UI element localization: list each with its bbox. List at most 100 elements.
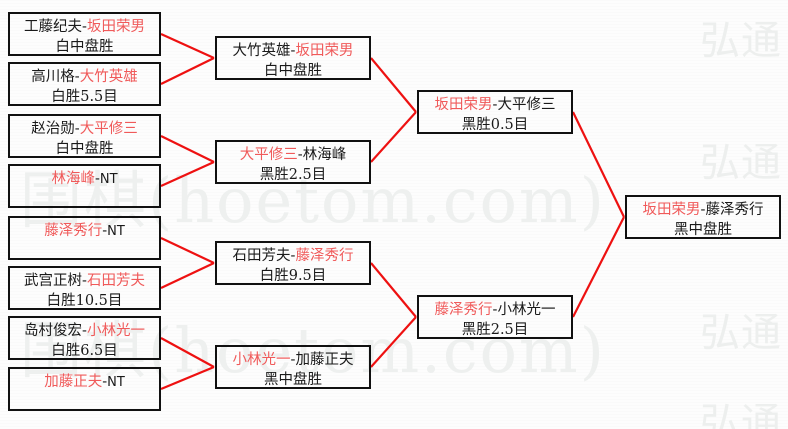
versus-separator: - [297,147,303,163]
player-left: 加藤正夫 [44,374,103,390]
player-right: 大平修三 [497,97,556,113]
match-box[interactable]: 石田芳夫-藤泽秀行白胜9.5目 [215,241,371,285]
match-players: 坂田荣男-大平修三 [435,95,556,115]
match-result: 黑胜2.5目 [461,322,529,338]
player-left: 坂田荣男 [642,202,701,218]
bracket-connector-line [370,57,417,113]
match-box[interactable]: 藤泽秀行-NT [8,216,161,260]
bracket-connector-line [370,316,417,368]
match-players: 大平修三-林海峰 [240,145,346,165]
match-result: 黑中盘胜 [264,372,322,388]
match-box[interactable]: 大平修三-林海峰黑胜2.5目 [215,140,371,184]
bracket-connector-line [160,57,215,85]
player-right: 坂田荣男 [86,19,145,35]
match-players: 坂田荣男-藤泽秀行 [643,200,764,220]
player-right: 加藤正夫 [295,352,354,368]
player-right: NT [99,172,118,187]
match-players: 林海峰-NT [51,169,117,190]
versus-separator: - [700,202,706,218]
match-box[interactable]: 武宫正树-石田芳夫白胜10.5目 [8,266,161,310]
match-box[interactable]: 坂田荣男-藤泽秀行黑中盘胜 [625,195,781,239]
player-left: 大竹英雄 [232,43,291,59]
match-result: 黑胜0.5目 [461,117,529,133]
bracket-connector-line [370,262,417,318]
player-right: 林海峰 [302,147,347,163]
match-box[interactable]: 坂田荣男-大平修三黑胜0.5目 [417,90,573,134]
player-right: 坂田荣男 [295,43,354,59]
versus-separator: - [74,121,80,137]
match-players: 大竹英雄-坂田荣男 [233,41,354,61]
player-left: 林海峰 [51,171,95,187]
match-result: 白胜6.5目 [51,343,118,359]
match-result: 白胜10.5目 [46,293,123,309]
bracket-connector-line [572,111,625,218]
match-players: 藤泽秀行-小林光一 [435,300,556,320]
match-players: 赵治勋-大平修三 [31,119,137,139]
player-left: 赵治勋 [31,121,75,137]
match-box[interactable]: 林海峰-NT [8,164,161,208]
player-left: 岛村俊宏 [24,323,83,339]
match-result: 白中盘胜 [55,141,114,157]
match-players: 藤泽秀行-NT [44,221,125,242]
player-right: 小林光一 [497,302,556,318]
player-left: 藤泽秀行 [434,302,493,318]
player-right: NT [107,224,125,239]
player-right: 小林光一 [86,323,145,339]
match-box[interactable]: 工藤纪夫-坂田荣男白中盘胜 [8,12,161,56]
watermark-text: 弘通 [700,400,782,429]
player-right: 藤泽秀行 [705,202,764,218]
versus-separator: - [290,43,296,59]
player-left: 小林光一 [232,352,291,368]
match-box[interactable]: 岛村俊宏-小林光一白胜6.5目 [8,316,161,360]
player-right: NT [107,375,125,390]
bracket-connector-line [160,262,215,289]
bracket-connector-line [370,111,417,163]
versus-separator: - [492,302,498,318]
versus-separator: - [82,323,87,339]
player-left: 高川格 [31,69,75,85]
bracket-connector-line [160,365,215,391]
match-result: 白胜9.5目 [259,268,327,284]
watermark-text: 弘通 [700,310,782,356]
match-players: 武宫正树-石田芳夫 [24,271,145,291]
match-players: 小林光一-加藤正夫 [233,350,354,370]
player-right: 大竹英雄 [79,69,138,85]
versus-separator: - [290,248,296,264]
match-box[interactable]: 藤泽秀行-小林光一黑胜2.5目 [417,295,573,339]
match-box[interactable]: 赵治勋-大平修三白中盘胜 [8,114,161,158]
match-players: 加藤正夫-NT [44,372,125,393]
player-right: 石田芳夫 [86,273,145,289]
match-box[interactable]: 加藤正夫-NT [8,367,161,411]
match-box[interactable]: 高川格-大竹英雄白胜5.5目 [8,62,161,106]
match-result: 白胜5.5目 [51,89,118,105]
match-players: 石田芳夫-藤泽秀行 [233,246,354,266]
bracket-connector-line [160,160,215,188]
player-left: 大平修三 [239,147,298,163]
match-result: 黑中盘胜 [674,222,732,238]
match-result: 黑胜2.5目 [259,167,327,183]
bracket-connector-line [572,216,625,318]
match-players: 岛村俊宏-小林光一 [24,321,145,341]
match-players: 高川格-大竹英雄 [31,67,137,87]
versus-separator: - [492,97,498,113]
player-left: 石田芳夫 [232,248,291,264]
versus-separator: - [82,19,87,35]
versus-separator: - [102,223,108,239]
match-box[interactable]: 小林光一-加藤正夫黑中盘胜 [215,345,371,389]
player-left: 坂田荣男 [434,97,493,113]
bracket-connector-line [160,237,215,264]
player-right: 大平修三 [79,121,138,137]
match-result: 白中盘胜 [264,63,322,79]
match-box[interactable]: 大竹英雄-坂田荣男白中盘胜 [215,36,371,80]
versus-separator: - [74,69,80,85]
watermark-text: 弘通 [700,18,782,64]
player-left: 武宫正树 [24,273,83,289]
bracket-connector-line [160,135,215,163]
player-left: 工藤纪夫 [24,19,83,35]
player-right: 藤泽秀行 [295,248,354,264]
versus-separator: - [94,171,100,187]
watermark-text: 弘通 [700,140,782,186]
match-result: 白中盘胜 [55,39,114,55]
player-left: 藤泽秀行 [44,223,103,239]
